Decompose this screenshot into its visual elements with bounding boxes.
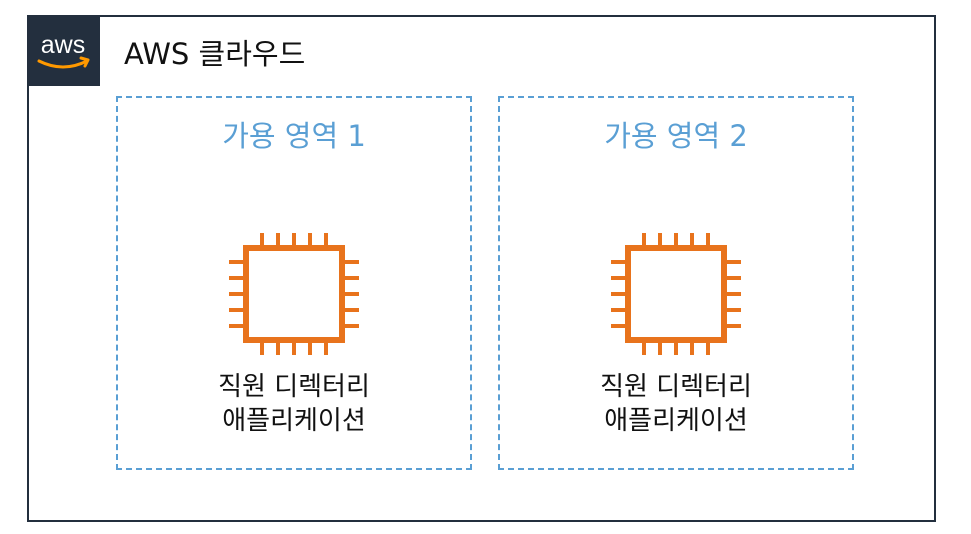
app-label-line-1: 직원 디렉터리 xyxy=(218,372,370,402)
app-label-line-1: 직원 디렉터리 xyxy=(600,372,752,402)
aws-logo-icon: aws xyxy=(27,15,100,86)
app-label: 직원 디렉터리 애플리케이션 xyxy=(500,370,852,438)
zone-title: 가용 영역 2 xyxy=(604,119,748,153)
availability-zone-1: 가용 영역 1 직원 디렉터리 애플리케이션 xyxy=(116,96,472,470)
ec2-instance-chip-icon xyxy=(610,232,742,356)
aws-cloud-group xyxy=(27,15,936,522)
app-label-line-2: 애플리케이션 xyxy=(222,406,366,436)
cloud-title: AWS 클라우드 xyxy=(124,37,306,71)
ec2-instance-chip-icon xyxy=(228,232,360,356)
app-label-line-2: 애플리케이션 xyxy=(604,406,748,436)
availability-zone-2: 가용 영역 2 직원 디렉터리 애플리케이션 xyxy=(498,96,854,470)
app-label: 직원 디렉터리 애플리케이션 xyxy=(118,370,470,438)
zone-title: 가용 영역 1 xyxy=(222,119,366,153)
aws-logo-text: aws xyxy=(41,31,85,59)
